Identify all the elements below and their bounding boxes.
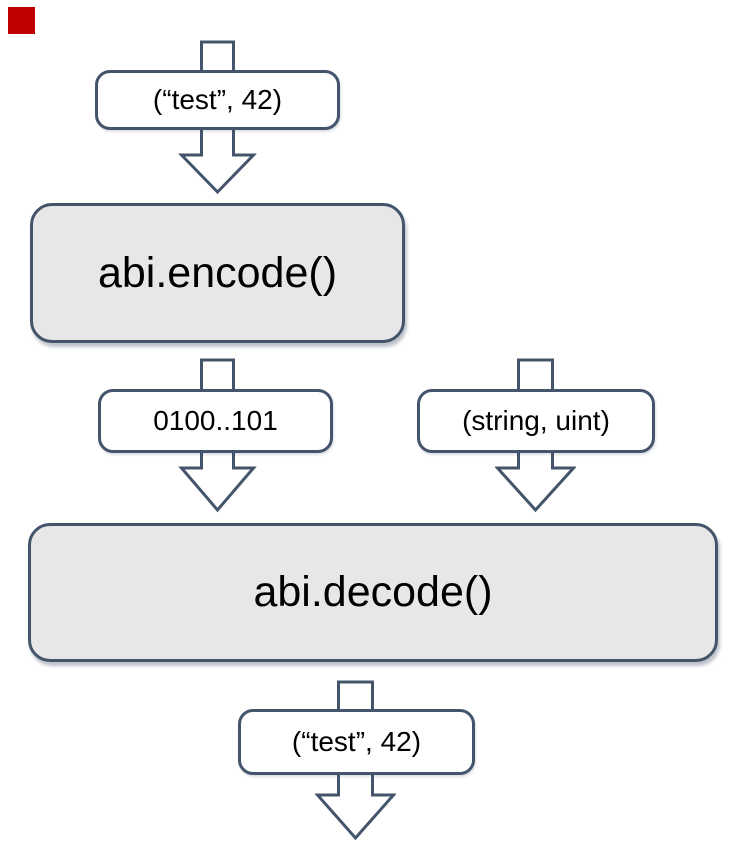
node-output-tuple: (“test”, 42) <box>238 709 475 775</box>
node-types-tuple: (string, uint) <box>417 389 655 453</box>
node-input-tuple: (“test”, 42) <box>95 70 340 130</box>
node-abi-encode: abi.encode() <box>30 203 405 343</box>
node-output-tuple-label: (“test”, 42) <box>291 726 422 757</box>
node-abi-encode-label: abi.encode() <box>97 248 338 297</box>
node-encoded-bytes: 0100..101 <box>98 389 333 453</box>
node-abi-decode-label: abi.decode() <box>253 568 493 616</box>
node-types-tuple-label: (string, uint) <box>462 405 610 436</box>
node-input-tuple-label: (“test”, 42) <box>152 84 283 115</box>
node-abi-decode: abi.decode() <box>28 523 718 662</box>
node-encoded-bytes-label: 0100..101 <box>153 405 278 436</box>
red-square-marker <box>8 7 35 34</box>
